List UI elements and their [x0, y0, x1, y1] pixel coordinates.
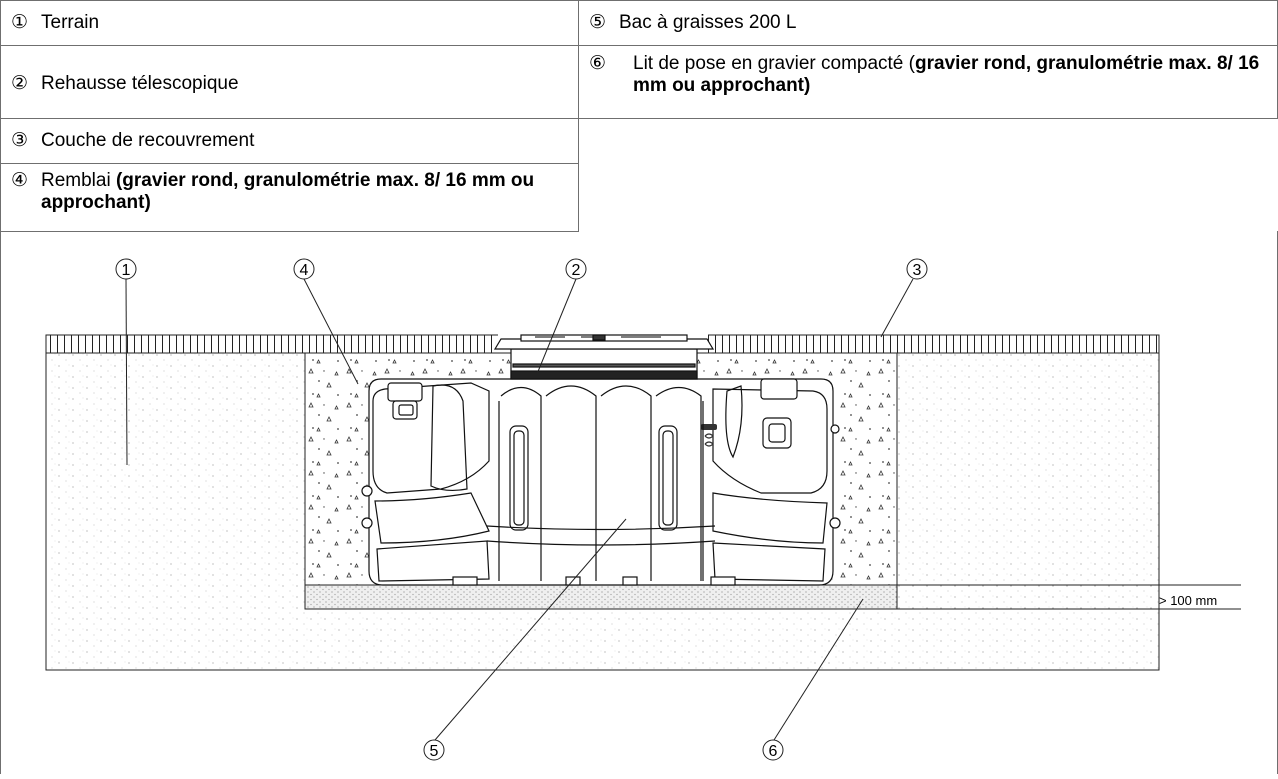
- gravel-bed: [304, 584, 898, 610]
- legend-item-remblai: ④ Remblai (gravier rond, granulométrie m…: [0, 163, 579, 232]
- callout-6-label: 6: [769, 743, 778, 760]
- grease-trap-tank: [361, 378, 841, 586]
- telescopic-extension: [493, 334, 715, 380]
- legend-item-bac: ⑤ Bac à graisses 200 L: [578, 0, 1278, 45]
- legend-item-rehausse: ② Rehausse télescopique: [0, 45, 579, 118]
- legend-item-lit-de-pose: ⑥ Lit de pose en gravier compacté (gravi…: [578, 45, 1278, 118]
- legend-number: ⑥: [589, 53, 607, 74]
- legend-label: Rehausse télescopique: [41, 73, 239, 94]
- legend-number: ②: [11, 73, 29, 94]
- legend-number: ⑤: [589, 12, 607, 33]
- legend-label: Terrain: [41, 12, 100, 33]
- callout-1: 1: [115, 258, 137, 280]
- legend-label: Couche de recouvrement: [41, 130, 255, 151]
- legend-item-terrain: ① Terrain: [0, 0, 579, 45]
- legend-number: ①: [11, 12, 29, 33]
- callout-4-label: 4: [300, 262, 309, 279]
- callout-3-label: 3: [913, 262, 922, 279]
- callout-2: 2: [565, 258, 587, 280]
- callout-5: 5: [423, 739, 445, 761]
- callout-2-label: 2: [572, 262, 581, 279]
- legend-item-couche: ③ Couche de recouvrement: [0, 118, 579, 163]
- legend-label: Bac à graisses 200 L: [619, 12, 797, 33]
- callout-4: 4: [293, 258, 315, 280]
- callout-6: 6: [762, 739, 784, 761]
- legend-label-plain: Remblai: [41, 170, 116, 191]
- legend-number: ③: [11, 130, 29, 151]
- cross-section-svg: > 100 mm 1 4 2 3 5: [45, 258, 1241, 761]
- legend-number: ④: [11, 170, 29, 191]
- dimension-lines: [897, 584, 1241, 610]
- legend-label-bold: gravier rond, granulométrie max. 8/ 16 m…: [633, 53, 1260, 96]
- installation-drawing: > 100 mm 1 4 2 3 5: [0, 231, 1278, 774]
- callout-3: 3: [906, 258, 928, 280]
- dimension-label: > 100 mm: [1159, 593, 1217, 608]
- legend-divider: [578, 118, 1278, 119]
- legend-label-plain: Lit de pose en gravier compacté (: [633, 53, 915, 74]
- callout-1-label: 1: [122, 262, 131, 279]
- callout-5-label: 5: [430, 743, 439, 760]
- leader-lines: [125, 278, 914, 741]
- legend-label: Remblai (gravier rond, granulométrie max…: [41, 170, 570, 214]
- legend-label-bold: (gravier rond, granulométrie max. 8/ 16 …: [41, 170, 535, 213]
- legend-label: Lit de pose en gravier compacté (gravier…: [633, 53, 1269, 97]
